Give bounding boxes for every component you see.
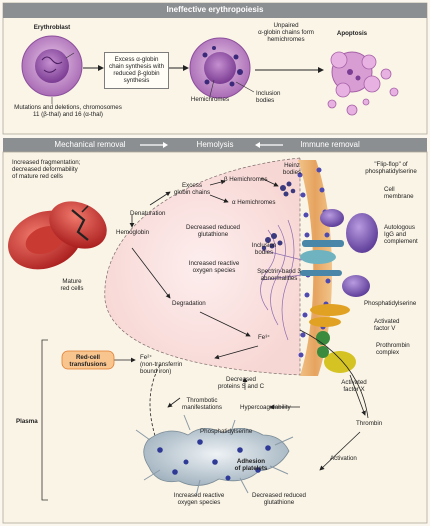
erythroblast-cell xyxy=(21,35,83,97)
mature-red-cells-label: Mature red cells xyxy=(60,278,84,292)
spectrin-band3-label: Spectrin-band 3 abnormalities xyxy=(257,268,301,282)
ineffective-erythropoiesis-title: Ineffective erythropoiesis xyxy=(166,5,264,14)
mature-red-cells xyxy=(8,201,107,270)
phosphatidylserine-label: Phosphatidylserine xyxy=(364,300,417,307)
flow-arrows xyxy=(129,177,369,471)
activated-factor-x-shape xyxy=(324,351,356,373)
transfusion-box xyxy=(61,350,115,370)
activated-factor-x-label: Activated factor X xyxy=(341,379,367,393)
prothrombin-complex-green xyxy=(316,331,330,345)
heinz-bodies xyxy=(280,181,296,197)
erythroblast-with-hemichromes xyxy=(189,37,251,99)
prothrombin-complex-label: Prothrombin complex xyxy=(376,342,410,356)
platelet-phosphatidylserine-label: Phosphatidylserine xyxy=(200,428,253,435)
hemolysis-label: Hemolysis xyxy=(196,140,234,149)
phosphatidylserine-blob xyxy=(342,275,370,297)
spectrin-network xyxy=(260,219,303,341)
excess-globin-chains-label: Excess globin chains xyxy=(173,182,211,196)
plasma-label: Plasma xyxy=(16,418,38,425)
activated-factor-v-shape xyxy=(310,304,350,316)
band3-protein xyxy=(302,240,344,247)
red-cell-transfusions-label: Red-cell transfusions xyxy=(69,354,107,368)
decreased-glutathione-label: Decreased reduced glutathione xyxy=(185,224,240,238)
flip-flop-protein xyxy=(320,209,344,227)
decreased-proteins-label: Decreased proteins S and C xyxy=(217,376,265,390)
fe2-label: Fe²⁺ (non-transferrin bound iron) xyxy=(140,354,183,375)
mutations-label: Mutations and deletions, chromosomes 11 … xyxy=(14,104,122,118)
hemichromes-label: Hemichromes xyxy=(190,96,230,103)
hemichromes-leader xyxy=(209,79,215,97)
hemoglobin-label: Hemoglobin xyxy=(116,229,150,236)
immune-removal-label: Immune removal xyxy=(300,140,360,149)
erythroblast-label: Erythroblast xyxy=(33,24,71,31)
plasma-bracket xyxy=(41,339,48,501)
red-cell-interior xyxy=(104,157,301,376)
cell-membrane-label: Cell membrane xyxy=(384,186,414,200)
fe3-label: Fe³⁺ xyxy=(258,334,271,341)
thrombin-label: Thrombin xyxy=(356,420,383,427)
thrombotic-manifestations-label: Thrombotic manifestations xyxy=(182,397,222,411)
mechanical-removal-label: Mechanical removal xyxy=(54,140,126,149)
apoptotic-cell xyxy=(327,51,399,116)
platelet-glutathione-label: Decreased reduced glutathione xyxy=(251,492,306,506)
hypercoagulability-label: Hypercoagulability xyxy=(240,404,291,411)
inclusion-bodies-label: Inclusion bodies xyxy=(251,242,277,256)
activated-factor-v-label: Activated factor V xyxy=(374,318,400,332)
excess-globin-box: Excess α-globin chain synthesis with red… xyxy=(104,52,169,89)
hemolysis-banner xyxy=(3,138,427,152)
inclusion-bodies-top-label: Inclusion bodies xyxy=(256,90,281,104)
inclusion-bodies-cluster xyxy=(261,233,283,251)
flip-flop-label: "Flip-flop" of phosphatidylserine xyxy=(365,161,417,175)
platelet-aggregate xyxy=(135,414,294,497)
spectrin-protein xyxy=(300,250,336,264)
platelet-ros-label: Increased reactive oxygen species xyxy=(173,492,225,506)
activation-label: Activation xyxy=(330,455,357,462)
excess-globin-text: Excess α-globin chain synthesis with red… xyxy=(108,56,165,84)
inclusion-leader xyxy=(235,81,255,93)
ros-label: Increased reactive oxygen species xyxy=(188,260,240,274)
adhesion-of-platelets-label: Adhesion of platelets xyxy=(234,458,268,472)
fragmentation-label: Increased fragmentation; decreased defor… xyxy=(12,159,81,180)
igg-complement-blob xyxy=(346,213,378,253)
degradation-label: Degradation xyxy=(172,300,206,307)
top-panel-banner xyxy=(3,3,427,18)
alpha-hemichromes-label: α Hemichromes xyxy=(232,199,276,206)
apoptosis-label: Apoptosis xyxy=(336,30,368,37)
denaturation-label: Denaturation xyxy=(130,210,166,217)
heinz-bodies-label: Heinz bodies xyxy=(282,162,302,176)
unpaired-chains-label: Unpaired α-globin chains form hemichrome… xyxy=(258,22,314,43)
beta-hemichromes-label: β Hemichromes xyxy=(224,176,268,183)
autologous-igg-label: Autologous IgG and complement xyxy=(384,224,418,245)
